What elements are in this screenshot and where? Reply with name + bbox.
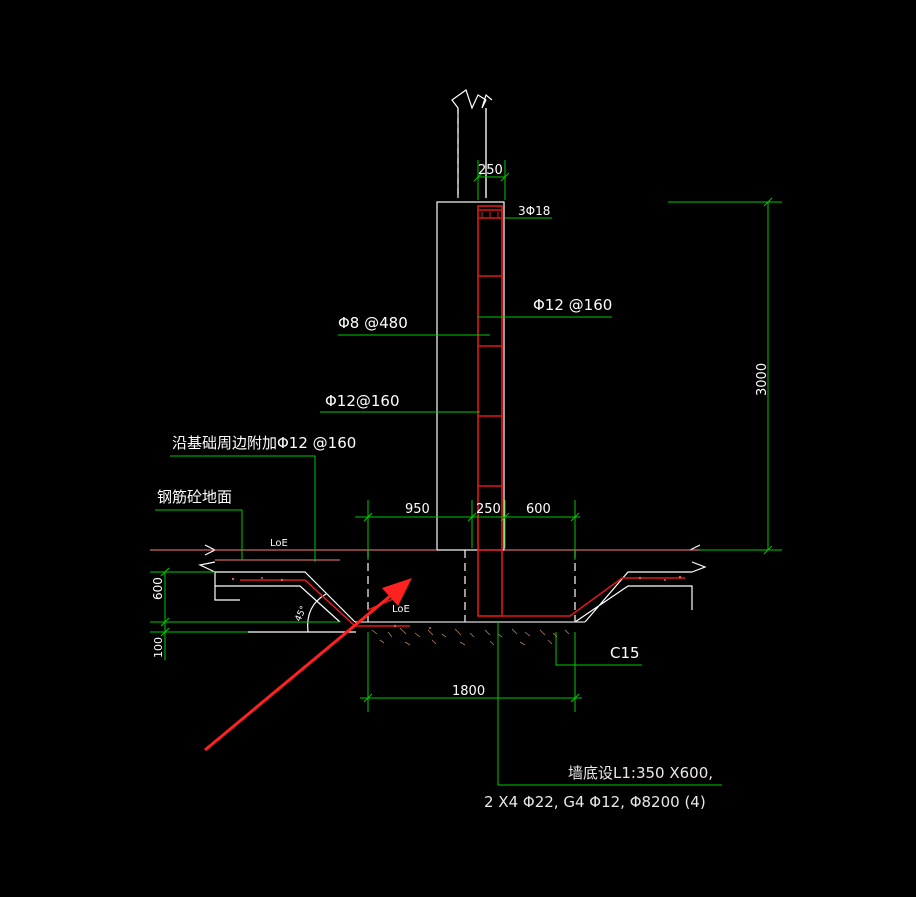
dim-total-height: 3000 [755, 363, 770, 396]
right-ground-break [689, 544, 707, 573]
dimension-lines [150, 160, 782, 786]
label-vertical-bar-left: Φ12@160 [325, 392, 400, 410]
label-beam-line1: 墙底设L1:350 X600, [568, 764, 713, 782]
label-anchor-bottom: LoE [392, 604, 410, 615]
annotation-arrow [204, 578, 412, 752]
leader-c15 [555, 632, 642, 666]
rebar [240, 205, 685, 627]
label-top-rebar: 3Φ18 [518, 204, 550, 218]
dim-column-width: 250 [478, 163, 503, 178]
label-stirrup: Φ8 @480 [338, 314, 408, 332]
label-perimeter-bar: 沿基础周边附加Φ12 @160 [172, 434, 356, 452]
leader-perimeter [170, 455, 316, 562]
dim-right-offset: 600 [526, 502, 551, 517]
ground-lines [150, 549, 720, 561]
angle-arc [307, 593, 327, 633]
concrete-outline [198, 89, 707, 633]
leader-slab [155, 509, 243, 560]
rebar-hatch-1 [481, 212, 499, 218]
left-ground-break [198, 544, 217, 573]
label-beam-line2: 2 X4 Φ22, G4 Φ12, Φ8200 (4) [484, 793, 706, 811]
left-slab-rebar [240, 579, 410, 627]
label-anchor-left: LoE [270, 538, 288, 549]
wall-rebar-cage [477, 205, 503, 617]
dim-left-offset: 950 [405, 502, 430, 517]
label-vertical-bar-right: Φ12 @160 [533, 296, 612, 314]
cushion-hatch [371, 627, 570, 646]
dim-cushion-thickness: 100 [152, 637, 165, 658]
label-angle: 45° [294, 605, 310, 624]
label-concrete-grade: C15 [610, 644, 640, 662]
right-slab-rebar [502, 577, 685, 617]
dim-slab-thickness: 600 [151, 577, 165, 600]
wall-body [436, 201, 505, 551]
leader-beam [497, 622, 722, 786]
right-slab-outline [574, 571, 693, 623]
dim-wall-width: 250 [476, 502, 501, 517]
dim-base-width: 1800 [452, 684, 485, 699]
concrete-speckles [231, 575, 682, 629]
label-slab: 钢筋砼地面 [157, 488, 232, 506]
left-slab-outline [214, 571, 356, 623]
